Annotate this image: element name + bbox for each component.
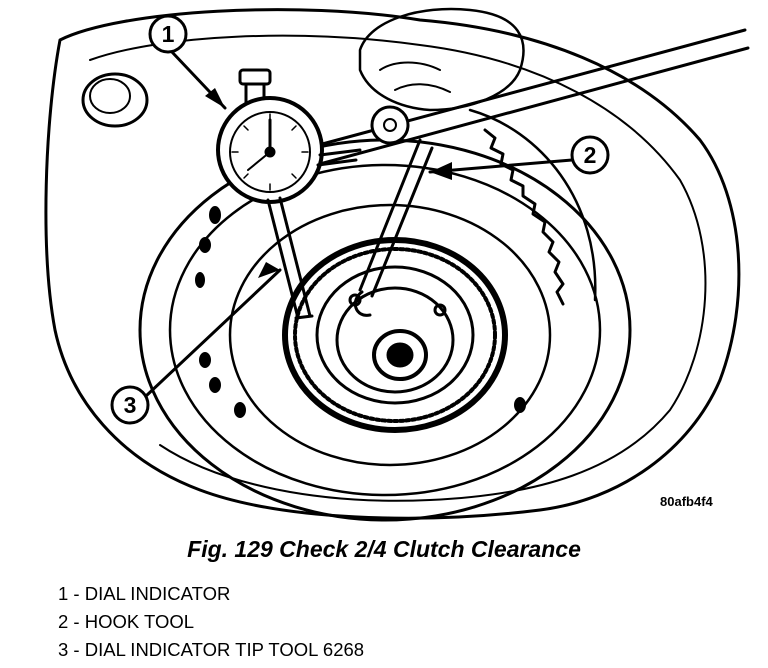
clutch-clearance-illustration: 1 2 3: [44, 7, 750, 522]
bolt-boss-outer: [81, 72, 149, 128]
figure-caption: Fig. 129 Check 2/4 Clutch Clearance: [187, 536, 581, 562]
clutch-pack-teeth: [293, 247, 497, 423]
dial-ticks: [231, 113, 309, 191]
callout-circle-2: [570, 135, 610, 175]
leader-line-3: [144, 268, 282, 398]
gear-housing-edge: [468, 108, 597, 302]
case-inner-contour: [89, 34, 707, 502]
legend: 1 - DIAL INDICATOR 2 - HOOK TOOL 3 - DIA…: [58, 580, 364, 664]
callout-2: 2: [584, 142, 597, 168]
legend-item-2: 2 - HOOK TOOL: [58, 611, 195, 632]
gear-teeth: [483, 128, 565, 306]
hand-fingers: [379, 61, 451, 93]
bolt-boss-inner: [89, 78, 131, 114]
hub-hole-right: [433, 303, 447, 317]
dial-bracket: [316, 148, 362, 167]
hook-tool-shaft: [358, 138, 434, 298]
dial-face-inner: [229, 111, 311, 193]
shaft-inner: [386, 342, 414, 368]
housing-ring-mid: [168, 163, 602, 497]
arrowhead-2: [430, 162, 452, 180]
callout-circle-1: [148, 14, 188, 54]
callout-3: 3: [124, 392, 137, 418]
housing-ring-outer: [138, 138, 632, 522]
hand-outline: [358, 7, 525, 112]
figure-code: 80afb4f4: [660, 494, 713, 509]
shaft-outer: [372, 329, 428, 381]
callout-1: 1: [162, 21, 175, 47]
arrowhead-3: [258, 262, 280, 278]
clutch-hub-inner: [335, 286, 455, 394]
clutch-hub-ring: [315, 265, 475, 405]
legend-item-1: 1 - DIAL INDICATOR: [58, 583, 231, 604]
transmission-case-outline: [44, 8, 741, 520]
housing-ring-inner: [228, 203, 552, 467]
hook-tool-knob: [370, 105, 410, 145]
legend-item-3: 3 - DIAL INDICATOR TIP TOOL 6268: [58, 639, 365, 660]
callout-circle-3: [110, 385, 150, 425]
hook-tool-tip: [353, 290, 372, 317]
tip-tool-rod: [266, 196, 312, 320]
leader-line-2: [428, 158, 574, 174]
arrowhead-1: [205, 88, 225, 108]
